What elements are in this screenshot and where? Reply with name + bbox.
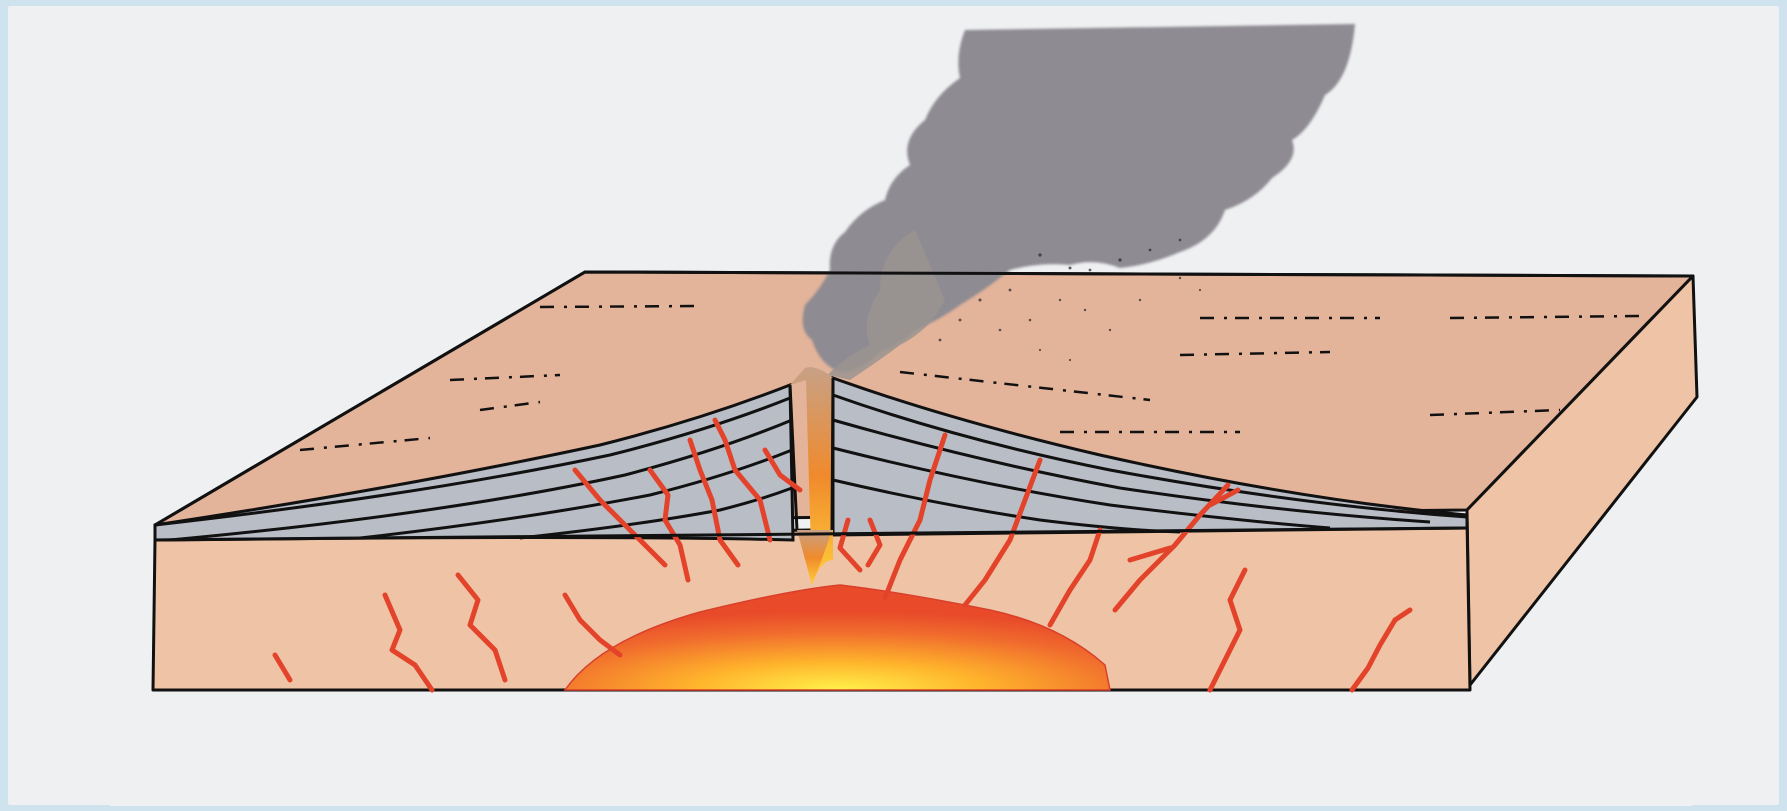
lower-panel bbox=[110, 706, 1692, 806]
